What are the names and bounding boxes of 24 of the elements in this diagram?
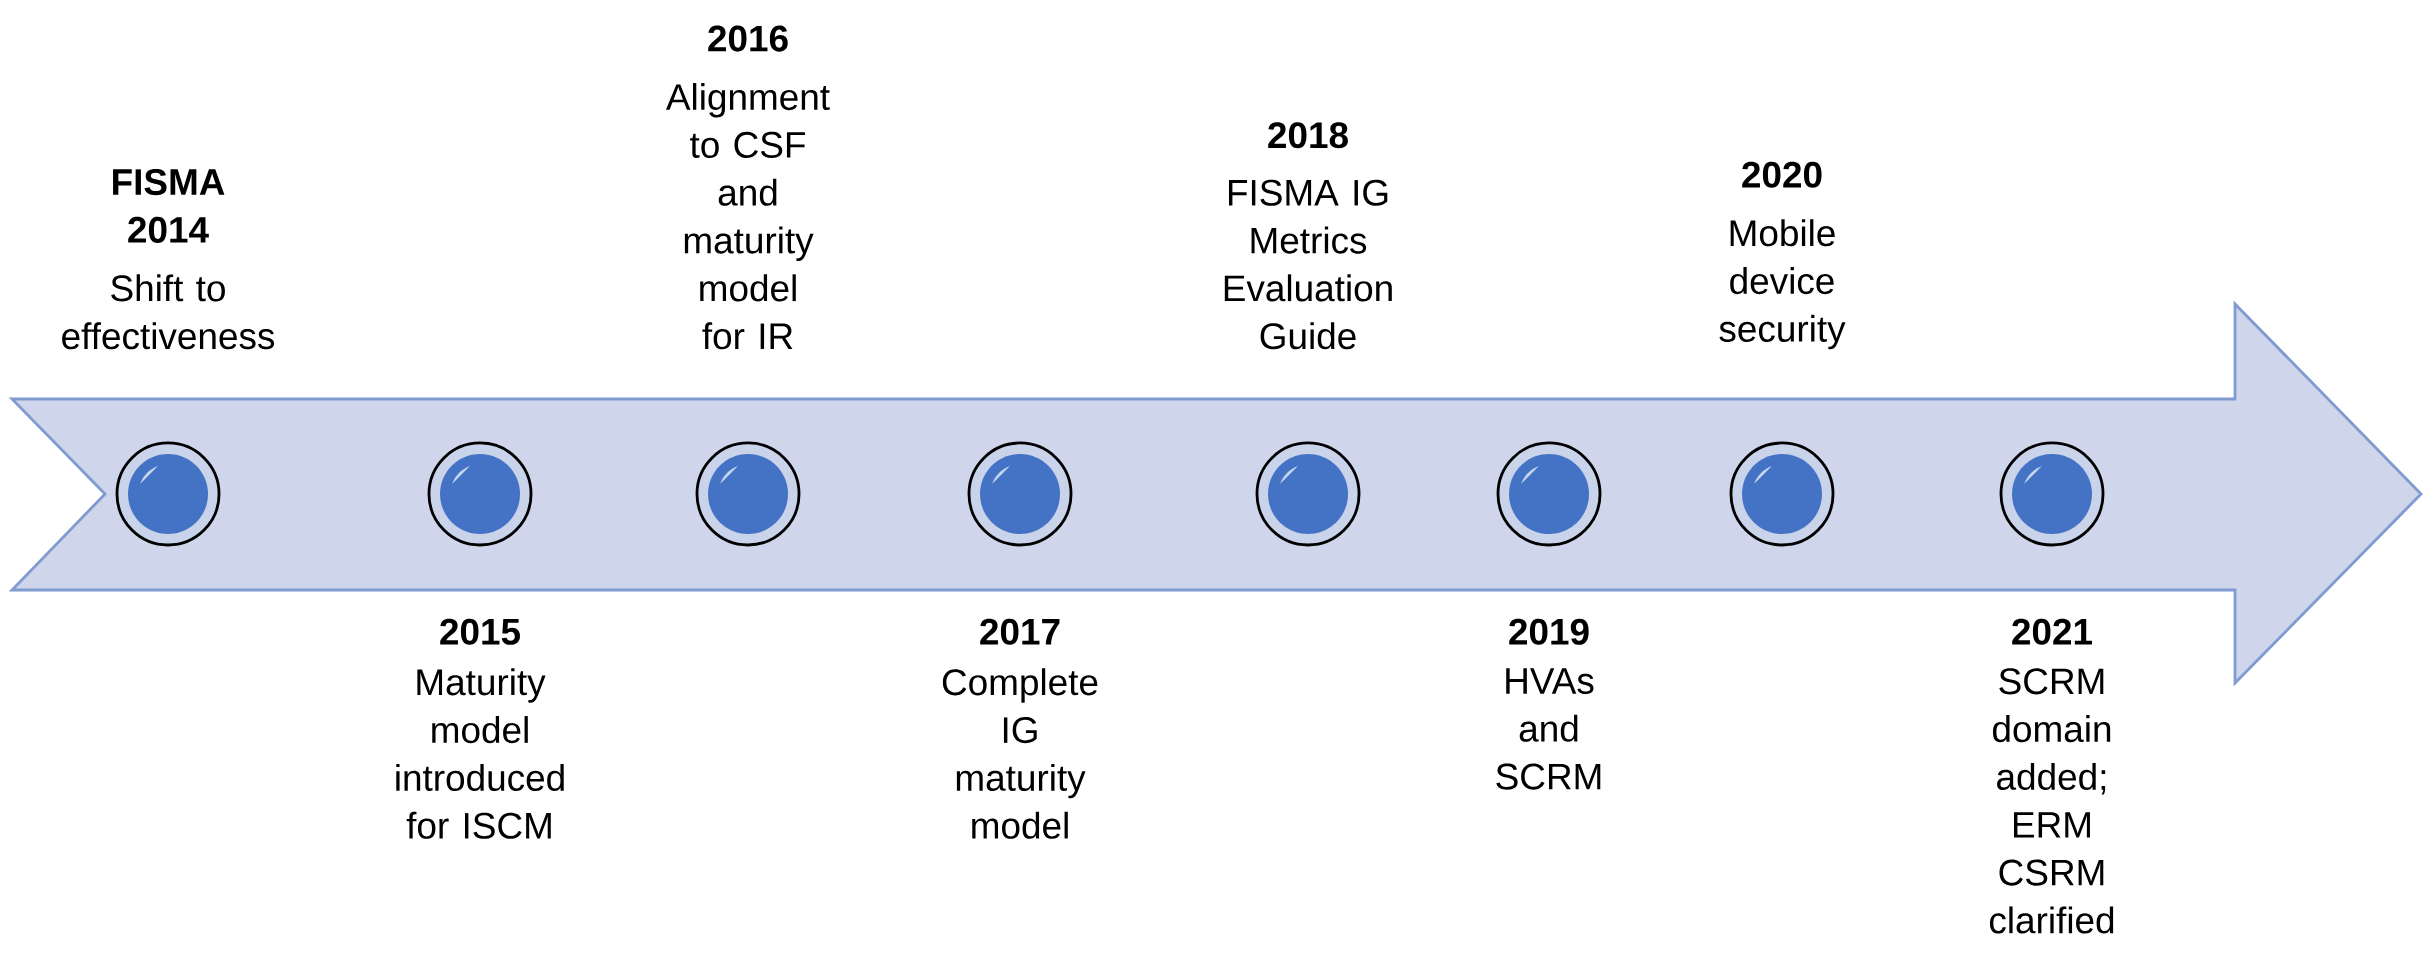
- milestone-dot: [115, 441, 221, 547]
- milestone-dot: [967, 441, 1073, 547]
- milestone-description: HVAs and SCRM: [1496, 668, 1601, 790]
- milestone-dot: [1255, 441, 1361, 547]
- milestone-description: Maturity model introduced for ISCM: [396, 668, 564, 839]
- year-label: 2020: [1742, 161, 1822, 188]
- milestone-dot: [1729, 441, 1835, 547]
- year-label: 2018: [1268, 122, 1348, 149]
- year-label: 2017: [980, 618, 1060, 645]
- milestone-dot: [427, 441, 533, 547]
- year-label: 2021: [2012, 618, 2092, 645]
- year-label: 2016: [708, 25, 788, 52]
- milestone-dot: [1999, 441, 2105, 547]
- milestone-description: SCRM domain added; ERM CSRM clarified: [1989, 668, 2114, 934]
- milestone-description: Mobile device security: [1719, 219, 1846, 350]
- year-label: 2019: [1509, 618, 1589, 645]
- milestone-description: FISMA IG Metrics Evaluation Guide: [1224, 179, 1392, 350]
- milestone-description: Alignment to CSF and maturity model for IR: [665, 83, 830, 350]
- milestone-dot: [1496, 441, 1602, 547]
- year-label: FISMA 2014: [113, 169, 225, 243]
- year-label: 2015: [440, 618, 520, 645]
- milestone-description: Complete IG maturity model: [942, 668, 1098, 839]
- milestone-description: Shift to effectiveness: [62, 274, 275, 350]
- milestone-dot: [695, 441, 801, 547]
